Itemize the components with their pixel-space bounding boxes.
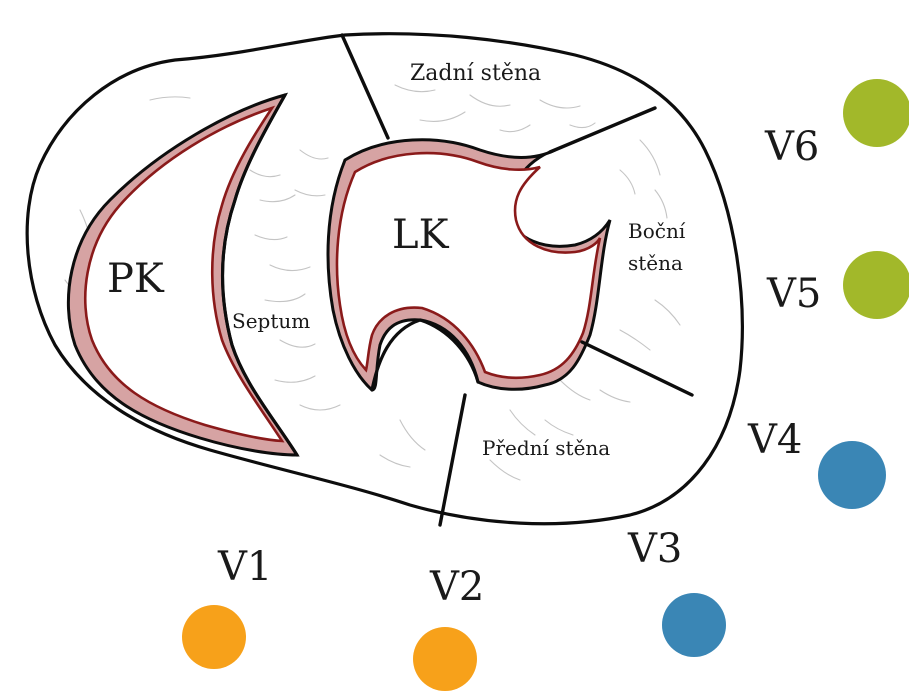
lead-v3-label: V3 xyxy=(627,526,682,572)
left-ventricle-label: LK xyxy=(392,212,450,258)
lead-v2-electrode xyxy=(413,627,477,691)
septum-label: Septum xyxy=(232,309,310,333)
lead-v1-label: V1 xyxy=(217,544,272,590)
lateral-wall-label-line1: Boční xyxy=(628,219,686,243)
lead-v1-electrode xyxy=(182,605,246,669)
anterior-wall-label: Přední stěna xyxy=(482,436,610,460)
lead-v6-electrode xyxy=(843,79,909,147)
posterior-wall-label: Zadní stěna xyxy=(410,61,541,86)
lead-v4-label: V4 xyxy=(747,417,802,463)
lateral-wall-label-line2: stěna xyxy=(628,251,683,275)
right-ventricle-label: PK xyxy=(107,256,165,302)
lead-v4-electrode xyxy=(818,441,886,509)
posterior-wall-left-divider xyxy=(342,35,388,138)
lead-v5-electrode xyxy=(843,251,909,319)
anterior-wall-left-divider xyxy=(440,395,465,525)
lead-v6-label: V6 xyxy=(764,124,819,170)
lead-v3-electrode xyxy=(662,593,726,657)
lead-v5-label: V5 xyxy=(766,271,821,317)
lead-v2-label: V2 xyxy=(429,564,484,610)
lateral-wall-lower-divider xyxy=(582,342,692,395)
posterior-wall-right-divider xyxy=(550,108,655,152)
